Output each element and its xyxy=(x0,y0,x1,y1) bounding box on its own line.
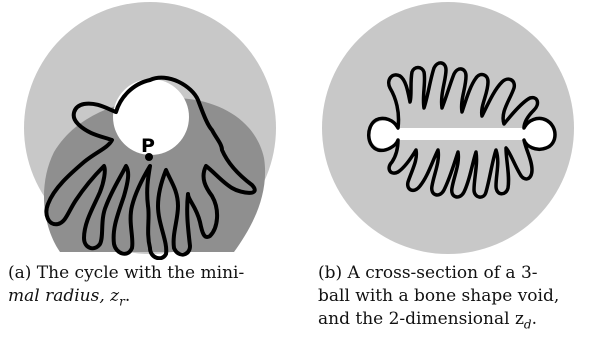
void-disc xyxy=(113,79,189,155)
caption-a-subscript: r xyxy=(119,294,125,309)
caption-a-line-2: mal radius, zr. xyxy=(8,285,244,313)
point-p-marker xyxy=(145,153,153,161)
caption-a-end: . xyxy=(124,286,131,306)
caption-b: (b) A cross-section of a 3- ball with a … xyxy=(318,262,559,336)
figure-a: P xyxy=(0,0,300,260)
minimal-cycle-curve xyxy=(44,75,257,260)
caption-b-line-3-text: and the 2-dimensional z xyxy=(318,309,524,329)
figure-b xyxy=(300,0,600,260)
caption-b-line-2: ball with a bone shape void, xyxy=(318,286,560,306)
figure-a-diagram: P xyxy=(24,2,276,260)
caption-b-line-3: and the 2-dimensional zd. xyxy=(318,308,559,336)
caption-b-line-1: (b) A cross-section of a 3- xyxy=(318,263,538,283)
caption-b-subscript: d xyxy=(523,317,532,332)
caption-a-line-1: (a) The cycle with the mini- xyxy=(8,263,245,283)
point-p-label: P xyxy=(141,135,155,157)
caption-a: (a) The cycle with the mini- mal radius,… xyxy=(8,262,244,313)
bone-outline xyxy=(367,61,557,199)
caption-a-line-2-text: mal radius, z xyxy=(8,286,120,306)
figure-b-diagram xyxy=(322,2,574,254)
bone-void xyxy=(369,118,555,150)
caption-b-end: . xyxy=(531,309,537,329)
